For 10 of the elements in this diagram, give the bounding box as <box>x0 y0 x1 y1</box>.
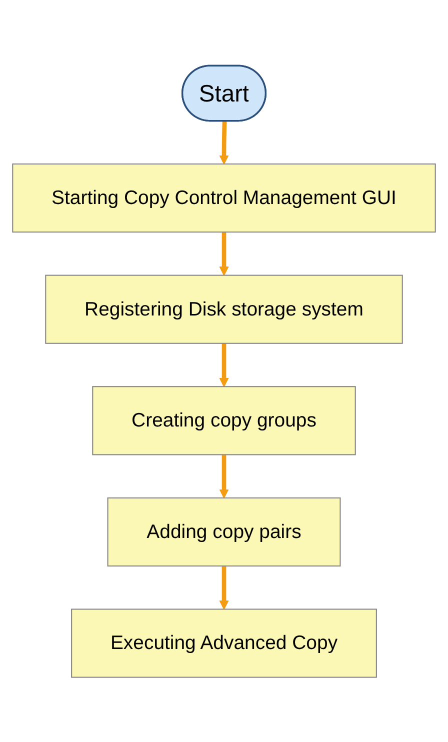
node-box: Executing Advanced Copy <box>71 608 377 678</box>
node-box: Creating copy groups <box>92 386 356 455</box>
arrow <box>219 232 229 276</box>
arrow <box>219 454 229 498</box>
node-box: Adding copy pairs <box>107 496 341 566</box>
node-box: Registering Disk storage system <box>45 274 403 344</box>
node-box: Starting Copy Control Management GUI <box>12 162 436 232</box>
arrow <box>219 566 229 610</box>
arrow <box>219 120 229 164</box>
arrow <box>219 342 229 387</box>
